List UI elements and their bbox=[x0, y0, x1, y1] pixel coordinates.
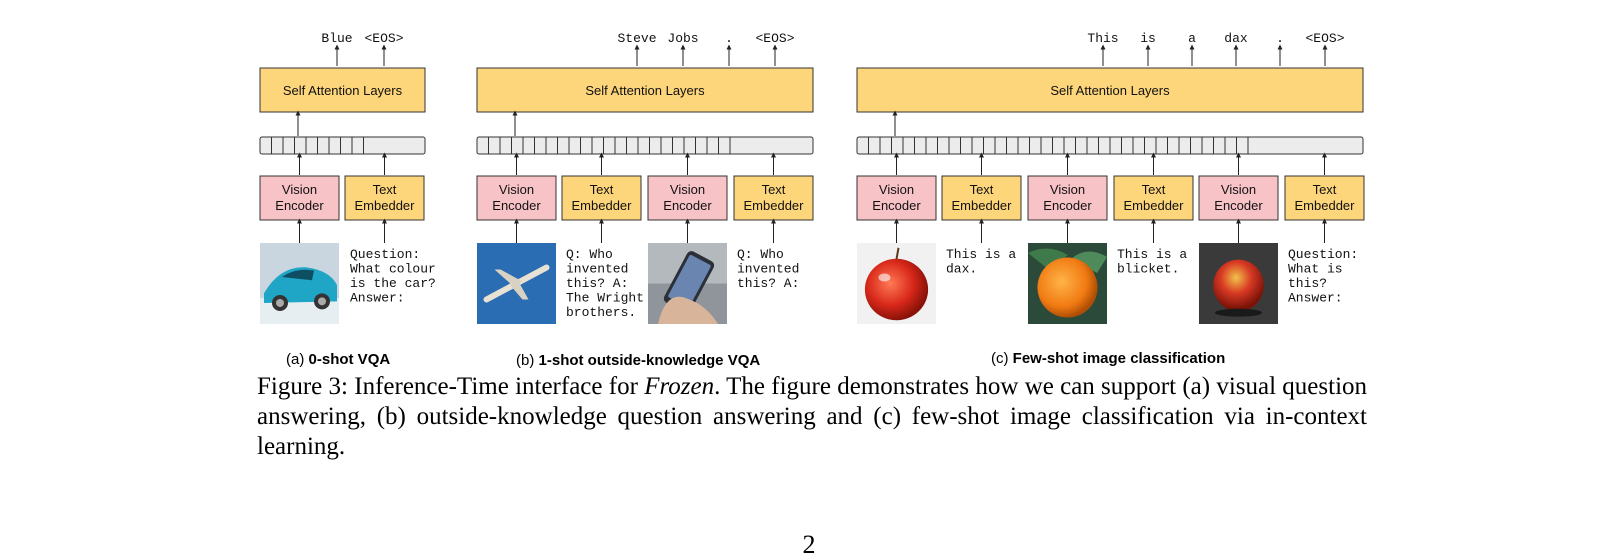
subcaption-a: (a) 0-shot VQA bbox=[286, 351, 390, 368]
input-text-line: brothers. bbox=[566, 305, 636, 320]
figure-label: Figure 3: bbox=[257, 373, 348, 400]
encoder-label: Vision bbox=[1050, 182, 1085, 197]
caption-model-name: Frozen bbox=[644, 373, 715, 400]
self-attention-box bbox=[476, 67, 814, 113]
input-text-line: What is bbox=[1288, 262, 1343, 277]
input-text-line: invented bbox=[737, 262, 799, 277]
vision-encoder-box bbox=[476, 175, 557, 221]
output-token: . bbox=[1276, 31, 1284, 46]
encoder-label: Embedder bbox=[572, 198, 633, 213]
output-token: Jobs bbox=[667, 31, 698, 46]
red-apple-image bbox=[857, 243, 936, 324]
encoder-label: Vision bbox=[1221, 182, 1256, 197]
airplane-image bbox=[477, 243, 556, 324]
subcaption-b-prefix: (b) bbox=[516, 352, 535, 369]
subcaption-b: (b) 1-shot outside-knowledge VQA bbox=[516, 352, 760, 369]
panel-b: Steve Jobs. <EOS> Self Attention LayersVisi… bbox=[476, 31, 814, 324]
vision-encoder-box bbox=[259, 175, 340, 221]
output-token: Blue bbox=[321, 31, 352, 46]
encoder-label: Encoder bbox=[275, 198, 324, 213]
panel-a: Blue <EOS> Self Attention LayersVisionEnco… bbox=[259, 31, 436, 324]
encoder-label: Encoder bbox=[492, 198, 541, 213]
input-text-line: dax. bbox=[946, 262, 977, 277]
input-text-line: this? bbox=[1288, 276, 1327, 291]
encoder-label: Vision bbox=[670, 182, 705, 197]
encoder-label: Embedder bbox=[1124, 198, 1185, 213]
output-token: This bbox=[1087, 31, 1118, 46]
caption-text-end: . The figure demonstrates how we can sup… bbox=[257, 373, 1368, 460]
output-token: dax bbox=[1224, 31, 1248, 46]
encoder-label: Text bbox=[1313, 182, 1337, 197]
self-attention-label: Self Attention Layers bbox=[585, 83, 705, 98]
input-text-line: blicket. bbox=[1117, 262, 1179, 277]
encoder-label: Encoder bbox=[1214, 198, 1263, 213]
panel-c: This is a dax. <EOS> Self Attention LayersVis… bbox=[856, 31, 1365, 324]
orange-image bbox=[1028, 243, 1107, 324]
input-text-line: Question: bbox=[1288, 247, 1358, 262]
self-attention-box bbox=[259, 67, 426, 113]
output-token: a bbox=[1188, 31, 1196, 46]
input-text-line: Answer: bbox=[350, 291, 405, 306]
self-attention-label: Self Attention Layers bbox=[1050, 83, 1170, 98]
text-embedder-box bbox=[733, 175, 814, 221]
input-text-line: The Wright bbox=[566, 291, 644, 306]
encoder-label: Text bbox=[1142, 182, 1166, 197]
input-text-line: This is a bbox=[1117, 247, 1187, 262]
self-attention-label: Self Attention Layers bbox=[283, 83, 403, 98]
text-embedder-box bbox=[941, 175, 1022, 221]
input-text-line: Q: Who bbox=[737, 247, 784, 262]
text-embedder-box bbox=[344, 175, 425, 221]
input-text-line: invented bbox=[566, 262, 628, 277]
token-sequence bbox=[476, 136, 814, 155]
output-token: <EOS> bbox=[364, 31, 403, 46]
token-sequence bbox=[259, 136, 426, 155]
encoder-label: Text bbox=[373, 182, 397, 197]
encoder-label: Encoder bbox=[663, 198, 712, 213]
caption-text-start: Inference-Time interface for bbox=[354, 373, 638, 400]
encoder-label: Encoder bbox=[872, 198, 921, 213]
subcaption-c: (c) Few-shot image classification bbox=[991, 350, 1225, 367]
output-token: Steve bbox=[617, 31, 656, 46]
input-text-line: is the car? bbox=[350, 276, 436, 291]
encoder-label: Text bbox=[590, 182, 614, 197]
output-token: . bbox=[725, 31, 733, 46]
page-number: 2 bbox=[802, 530, 816, 559]
output-token: <EOS> bbox=[1305, 31, 1344, 46]
input-text-line: this? A: bbox=[566, 276, 628, 291]
subcaption-b-title: 1-shot outside-knowledge VQA bbox=[538, 352, 761, 369]
encoder-label: Vision bbox=[879, 182, 914, 197]
text-embedder-box bbox=[561, 175, 642, 221]
vision-encoder-box bbox=[1198, 175, 1279, 221]
input-text-line: Q: Who bbox=[566, 247, 613, 262]
phone-image bbox=[648, 243, 727, 324]
subcaption-a-prefix: (a) bbox=[286, 351, 305, 368]
subcaption-c-prefix: (c) bbox=[991, 350, 1009, 367]
vision-encoder-box bbox=[647, 175, 728, 221]
encoder-label: Vision bbox=[282, 182, 317, 197]
encoder-label: Embedder bbox=[952, 198, 1013, 213]
encoder-label: Text bbox=[762, 182, 786, 197]
self-attention-box bbox=[856, 67, 1364, 113]
input-text-line: this? A: bbox=[737, 276, 799, 291]
encoder-label: Text bbox=[970, 182, 994, 197]
encoder-label: Vision bbox=[499, 182, 534, 197]
input-text-line: Answer: bbox=[1288, 291, 1343, 306]
input-text-line: What colour bbox=[350, 262, 436, 277]
encoder-label: Encoder bbox=[1043, 198, 1092, 213]
vision-encoder-box bbox=[1027, 175, 1108, 221]
encoder-label: Embedder bbox=[355, 198, 416, 213]
subcaption-c-title: Few-shot image classification bbox=[1012, 350, 1226, 367]
encoder-label: Embedder bbox=[744, 198, 805, 213]
input-text-line: Question: bbox=[350, 247, 420, 262]
apple-dark-image bbox=[1199, 243, 1278, 324]
encoder-label: Embedder bbox=[1295, 198, 1356, 213]
output-token: is bbox=[1140, 31, 1156, 46]
car-image bbox=[260, 243, 339, 324]
input-text-line: This is a bbox=[946, 247, 1016, 262]
subcaption-a-title: 0-shot VQA bbox=[308, 351, 391, 368]
figure-caption: Figure 3: Inference-Time interface for F… bbox=[257, 372, 1367, 462]
output-token: <EOS> bbox=[755, 31, 794, 46]
